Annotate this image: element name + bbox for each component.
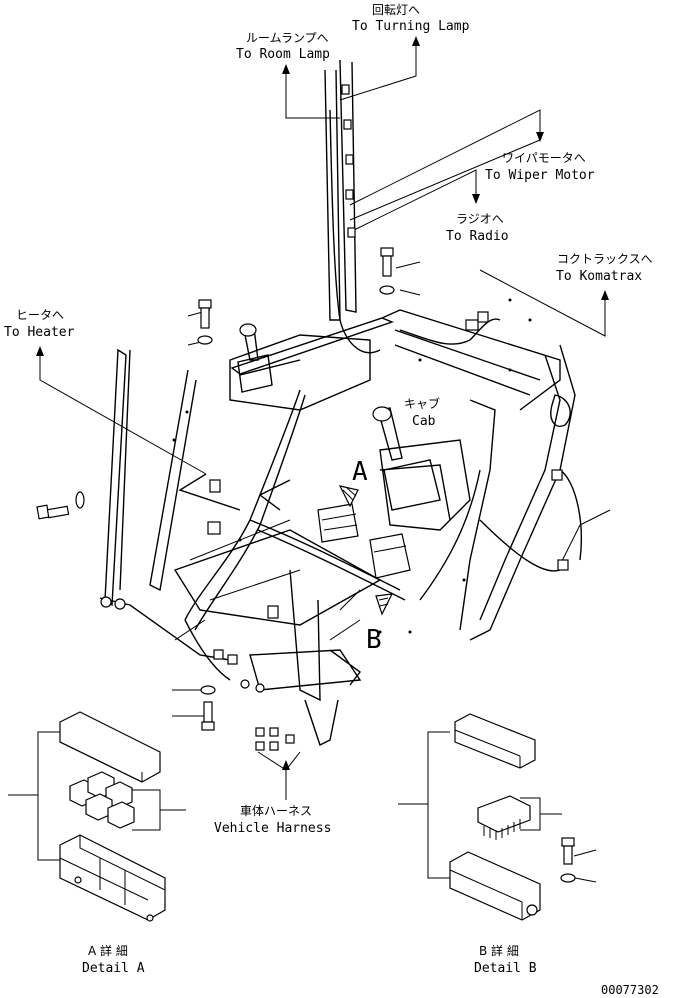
komatrax-label-en: To Komatrax (556, 269, 642, 284)
vehicle-harness-label-en: Vehicle Harness (214, 821, 331, 836)
radio-label-jp: ラジオへ (456, 212, 504, 226)
cab-label-en: Cab (412, 414, 436, 429)
turning-lamp-label-en: To Turning Lamp (352, 19, 470, 34)
detail-a-relays (69, 771, 135, 829)
bolt-lower-left (200, 685, 216, 731)
cab-label-jp: キャブ (404, 396, 440, 411)
vehicle-harness-label-jp: 車体ハーネス (240, 804, 312, 818)
komatrax-label-jp: コクトラックスへ (557, 252, 653, 266)
bolt-left-side (36, 491, 85, 520)
left-joystick (237, 323, 273, 393)
radio-label-en: To Radio (446, 229, 509, 244)
fuse-box-a (317, 503, 359, 543)
callout-arrow-a (338, 485, 359, 508)
misc-details (172, 298, 571, 686)
bolt-left-upper (197, 299, 213, 345)
connectors (207, 84, 569, 751)
drawing-number: 00077302 (601, 983, 659, 997)
detail-a-label-jp: A 詳 細 (88, 943, 128, 958)
wiper-motor-label-en: To Wiper Motor (485, 168, 595, 183)
leader-lines (36, 36, 611, 800)
turning-lamp-label-jp: 回転灯へ (372, 3, 420, 17)
room-lamp-label-jp: ルームランプへ (246, 31, 329, 45)
callout-b: B (366, 625, 382, 655)
relay-block-b (369, 533, 411, 579)
right-joystick (372, 406, 441, 511)
cab-frame (99, 59, 576, 746)
room-lamp-label-en: To Room Lamp (236, 47, 330, 62)
vehicle-harness (178, 109, 582, 681)
callout-a: A (352, 457, 368, 487)
detail-b-label-jp: B 詳 細 (479, 943, 519, 958)
bolt-top (379, 247, 395, 295)
detail-b-label-en: Detail B (474, 961, 537, 976)
heater-label-jp: ヒータへ (16, 308, 64, 322)
detail-a-label-en: Detail A (82, 961, 145, 976)
wiper-motor-label-jp: ワイパモータへ (502, 151, 586, 165)
detail-a (8, 711, 186, 922)
detail-b (398, 713, 597, 921)
detail-b-relay-comb (477, 795, 531, 840)
callout-arrow-b (375, 593, 394, 616)
heater-label-en: To Heater (4, 325, 75, 340)
